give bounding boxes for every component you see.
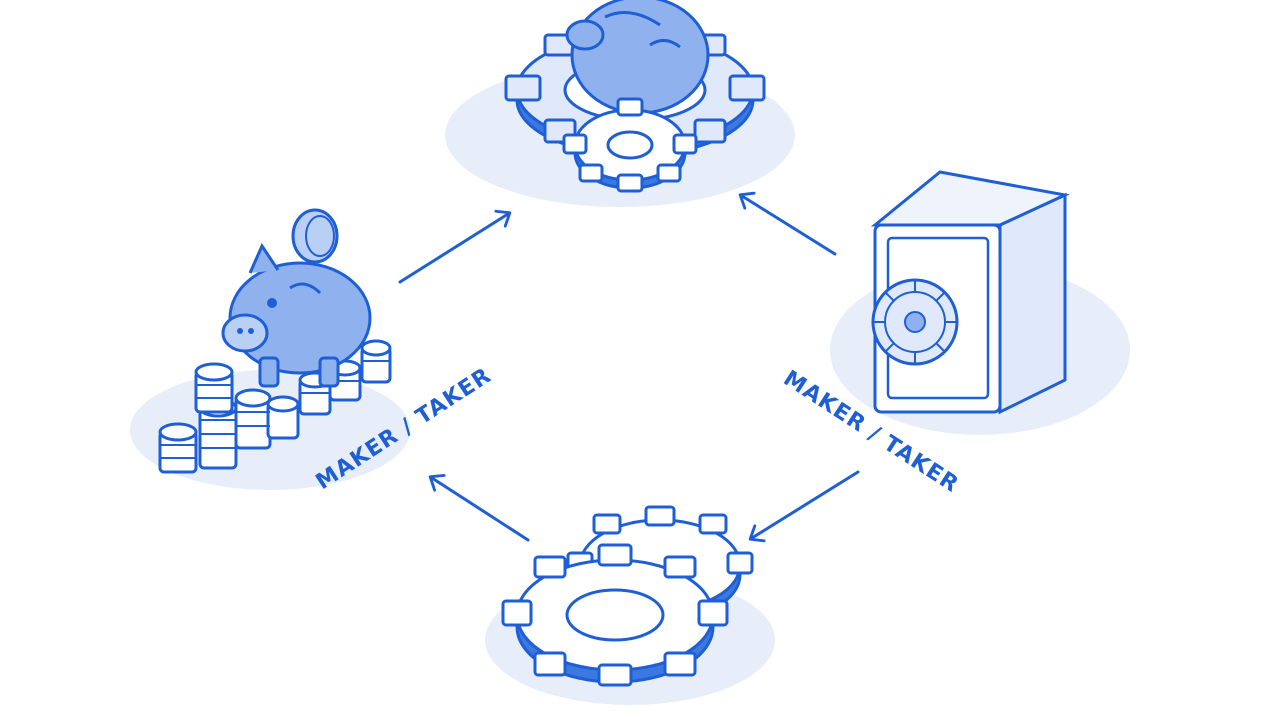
gear-icon: [501, 505, 754, 687]
safe-icon: [870, 170, 1070, 415]
flow-arrows: [398, 191, 860, 543]
arrow-right-to-top: [738, 191, 837, 256]
arrow-bottom-to-left: [428, 473, 530, 542]
piggy-gear-icon: [504, 0, 766, 193]
piggy-bank-icon: [158, 208, 392, 474]
arrow-left-to-top: [398, 209, 512, 284]
arrow-right-to-bottom: [748, 470, 860, 543]
